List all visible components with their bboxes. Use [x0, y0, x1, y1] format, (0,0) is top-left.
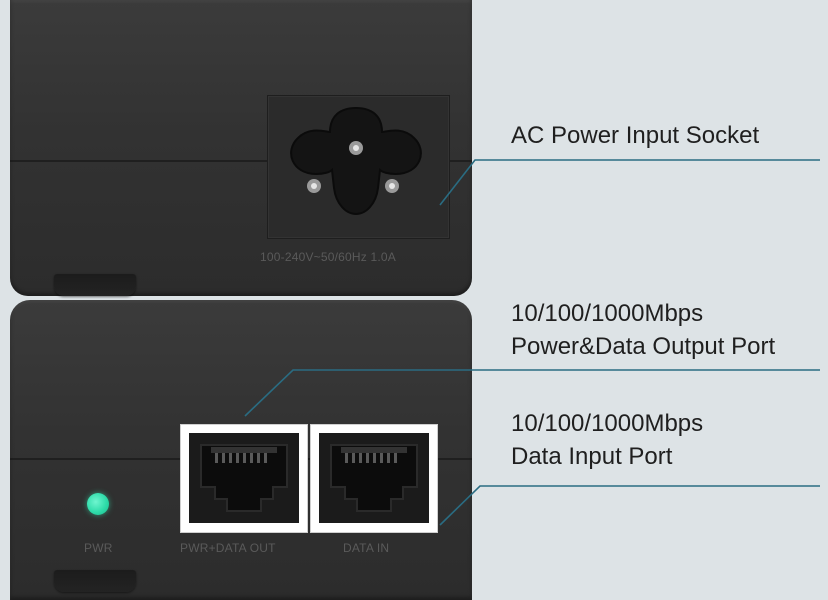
rating-label: 100-240V~50/60Hz 1.0A [260, 250, 396, 264]
power-data-output-port[interactable] [180, 424, 308, 533]
output-port-callout-line2: Power&Data Output Port [511, 333, 776, 360]
input-port-callout-line1: 10/100/1000Mbps [511, 410, 704, 437]
rj45-port-icon [319, 433, 429, 523]
pwr-label: PWR [84, 541, 113, 555]
bottom-clip [54, 570, 136, 592]
output-port-callout-line1: 10/100/1000Mbps [511, 300, 704, 327]
rj45-port-icon [189, 433, 299, 523]
power-led [87, 493, 109, 515]
ac-socket-icon [290, 106, 422, 216]
output-port-label: PWR+DATA OUT [180, 541, 276, 555]
data-input-port[interactable] [310, 424, 438, 533]
poe-injector-top-unit: 100-240V~50/60Hz 1.0A [10, 0, 472, 296]
input-port-label: DATA IN [343, 541, 390, 555]
ac-socket-callout: AC Power Input Socket [511, 122, 760, 149]
body-seam [10, 160, 472, 162]
ac-socket-leader [439, 159, 820, 206]
top-clip [54, 274, 136, 296]
output-port-leader [244, 369, 820, 417]
ac-socket-frame [267, 95, 450, 239]
input-port-leader [439, 485, 820, 526]
input-port-callout-line2: Data Input Port [511, 443, 673, 470]
